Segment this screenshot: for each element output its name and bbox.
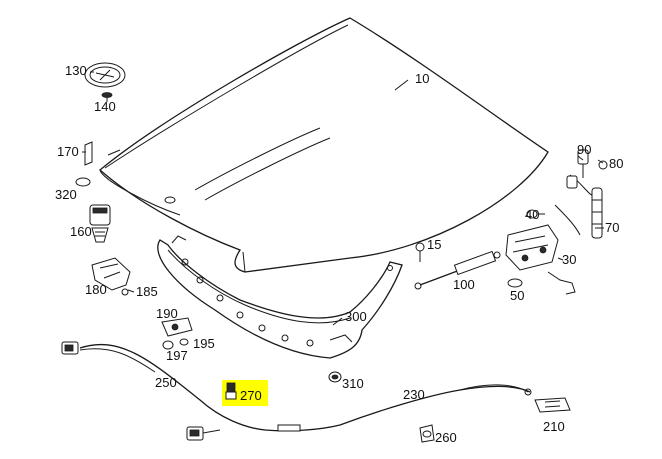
label-180: 180 bbox=[85, 282, 107, 297]
label-190: 190 bbox=[156, 306, 178, 321]
label-170: 170 bbox=[57, 144, 79, 159]
label-80: 80 bbox=[609, 156, 623, 171]
hood-inner-frame bbox=[157, 235, 403, 359]
label-185: 185 bbox=[136, 284, 158, 299]
label-140: 140 bbox=[94, 99, 116, 114]
label-90: 90 bbox=[577, 142, 591, 157]
label-230: 230 bbox=[403, 387, 425, 402]
release-cable-250 bbox=[61, 341, 531, 441]
label-50: 50 bbox=[510, 288, 524, 303]
part-160 bbox=[89, 204, 111, 243]
part-labels: 10 15 30 40 50 70 80 90 100 130 140 160 … bbox=[55, 63, 623, 445]
label-40: 40 bbox=[525, 207, 539, 222]
release-handle-210 bbox=[459, 384, 571, 413]
label-210: 210 bbox=[543, 419, 565, 434]
label-195: 195 bbox=[193, 336, 215, 351]
label-100: 100 bbox=[453, 277, 475, 292]
label-270: 270 bbox=[240, 388, 262, 403]
clip-170 bbox=[84, 141, 93, 166]
label-250: 250 bbox=[155, 375, 177, 390]
label-130: 130 bbox=[65, 63, 87, 78]
label-320: 320 bbox=[55, 187, 77, 202]
gas-strut-100 bbox=[414, 250, 501, 290]
label-197: 197 bbox=[166, 348, 188, 363]
hood-lock-30 bbox=[505, 209, 576, 295]
leader-lines bbox=[82, 71, 604, 326]
latch-plate-190 bbox=[161, 317, 193, 350]
hood-panel bbox=[98, 17, 549, 273]
grommet-260 bbox=[419, 424, 435, 443]
label-260: 260 bbox=[435, 430, 457, 445]
bracket-180 bbox=[91, 257, 131, 296]
grommet-320 bbox=[75, 177, 91, 187]
pin-15 bbox=[387, 242, 425, 271]
label-10: 10 bbox=[415, 71, 429, 86]
label-160: 160 bbox=[70, 224, 92, 239]
label-310: 310 bbox=[342, 376, 364, 391]
label-300: 300 bbox=[345, 309, 367, 324]
label-70: 70 bbox=[605, 220, 619, 235]
lock-switch-70 bbox=[554, 149, 608, 239]
emblem-part bbox=[84, 62, 126, 98]
label-30: 30 bbox=[562, 252, 576, 267]
label-15: 15 bbox=[427, 237, 441, 252]
clip-270 bbox=[222, 380, 268, 406]
fastener-310 bbox=[328, 371, 342, 383]
